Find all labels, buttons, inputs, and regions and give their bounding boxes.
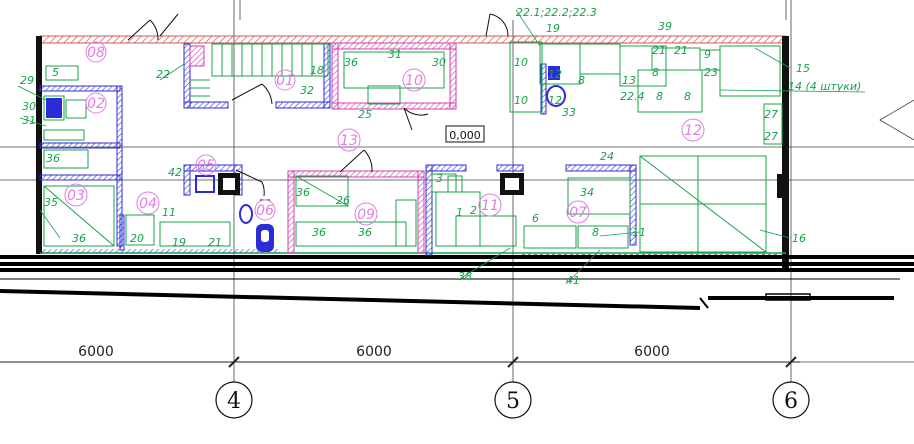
tag-21-c: 21	[674, 44, 688, 57]
room-number-05: 05	[197, 158, 215, 174]
tag-39: 39	[658, 20, 672, 33]
tag-36-a: 36	[46, 152, 60, 165]
rails	[0, 255, 914, 310]
doors	[127, 13, 509, 201]
tag-34: 34	[580, 186, 594, 199]
room-number-09: 09	[357, 207, 375, 223]
tag-19-b: 19	[546, 22, 560, 35]
tag-8-e: 8	[652, 66, 659, 79]
tag-24: 24	[600, 150, 614, 163]
tag-19-a: 19	[172, 236, 186, 249]
tag-27-b: 27	[764, 130, 778, 143]
room-number-01: 01	[276, 73, 294, 89]
tag-8-c: 8	[656, 90, 663, 103]
tag-21-a: 21	[208, 236, 222, 249]
axis-label-5: 5	[506, 389, 520, 414]
blue-partitions	[39, 43, 637, 256]
tag-leaders	[17, 9, 866, 285]
tag-33: 33	[562, 106, 576, 119]
tag-41: 41	[566, 274, 580, 287]
tag-29: 29	[20, 74, 34, 87]
room-number-11: 11	[481, 198, 499, 214]
tag-23: 23	[704, 66, 718, 79]
tag-9: 9	[704, 48, 711, 61]
tag-22-1-3: 22.1;22.2;22.3	[516, 6, 597, 19]
top-wall	[40, 35, 786, 44]
axis-markers	[215, 381, 810, 419]
tag-42: 42	[168, 166, 182, 179]
tag-32: 32	[300, 84, 314, 97]
tag-30-b: 30	[432, 56, 446, 69]
tag-8-b: 8	[578, 74, 585, 87]
grid-lines	[0, 0, 914, 382]
tag-31-b: 31	[388, 48, 402, 61]
tag-31: 31	[22, 114, 36, 127]
columns	[218, 173, 524, 195]
tag-36-c: 36	[344, 56, 358, 69]
tag-12-a: 12	[548, 68, 562, 81]
room-number-13: 13	[340, 133, 358, 149]
dimension-3: 6000	[634, 344, 670, 360]
tag-3: 3	[436, 172, 443, 185]
tag-35: 35	[44, 196, 58, 209]
axis-label-4: 4	[227, 389, 241, 414]
tag-36-e: 36	[312, 226, 326, 239]
dimension-line	[0, 356, 800, 368]
level-mark-box	[445, 125, 485, 143]
tag-30: 30	[22, 100, 36, 113]
tag-8-d: 8	[684, 90, 691, 103]
room-number-06: 06	[256, 203, 274, 219]
room-number-12: 12	[684, 123, 702, 139]
tag-8-a: 8	[592, 226, 599, 239]
tag-25: 25	[358, 108, 372, 121]
tag-26: 26	[336, 194, 350, 207]
tag-27-a: 27	[764, 108, 778, 121]
tag-22: 22	[156, 68, 170, 81]
sanitary-fixtures	[46, 66, 566, 252]
tag-38: 38	[458, 270, 472, 283]
room-number-07: 07	[569, 205, 587, 221]
tag-36-f: 36	[358, 226, 372, 239]
room-number-circles	[64, 41, 705, 226]
tag-11-b: 11	[632, 226, 646, 239]
tag-11-a: 11	[162, 206, 176, 219]
room-number-04: 04	[139, 196, 157, 212]
tag-10-b: 10	[514, 94, 528, 107]
tag-6: 6	[532, 212, 539, 225]
tag-20: 20	[130, 232, 144, 245]
tag-22-4: 22.4	[620, 90, 645, 103]
tag-1: 1	[456, 206, 463, 219]
tag-10-a: 10	[514, 56, 528, 69]
room-number-03: 03	[67, 188, 85, 204]
magenta-partitions	[189, 42, 457, 254]
tag-5: 5	[52, 66, 59, 79]
tag-2: 2	[470, 204, 477, 217]
room-number-08: 08	[87, 45, 105, 61]
dimension-1: 6000	[78, 344, 114, 360]
dimension-2: 6000	[356, 344, 392, 360]
outer-walls	[36, 36, 789, 268]
tag-18: 18	[310, 64, 324, 77]
tag-12-b: 12	[548, 94, 562, 107]
level-mark: 0,000	[449, 129, 481, 142]
tag-36-d: 36	[296, 186, 310, 199]
room-number-10: 10	[405, 73, 423, 89]
tag-15: 15	[796, 62, 810, 75]
axis-label-6: 6	[784, 389, 798, 414]
tag-36-b: 36	[72, 232, 86, 245]
tag-16: 16	[792, 232, 806, 245]
staircase	[190, 43, 329, 97]
tag-13: 13	[622, 74, 636, 87]
tag-21-b: 21	[652, 44, 666, 57]
room-number-02: 02	[87, 96, 105, 112]
tag-14: 14 (4 штуки)	[788, 80, 861, 93]
